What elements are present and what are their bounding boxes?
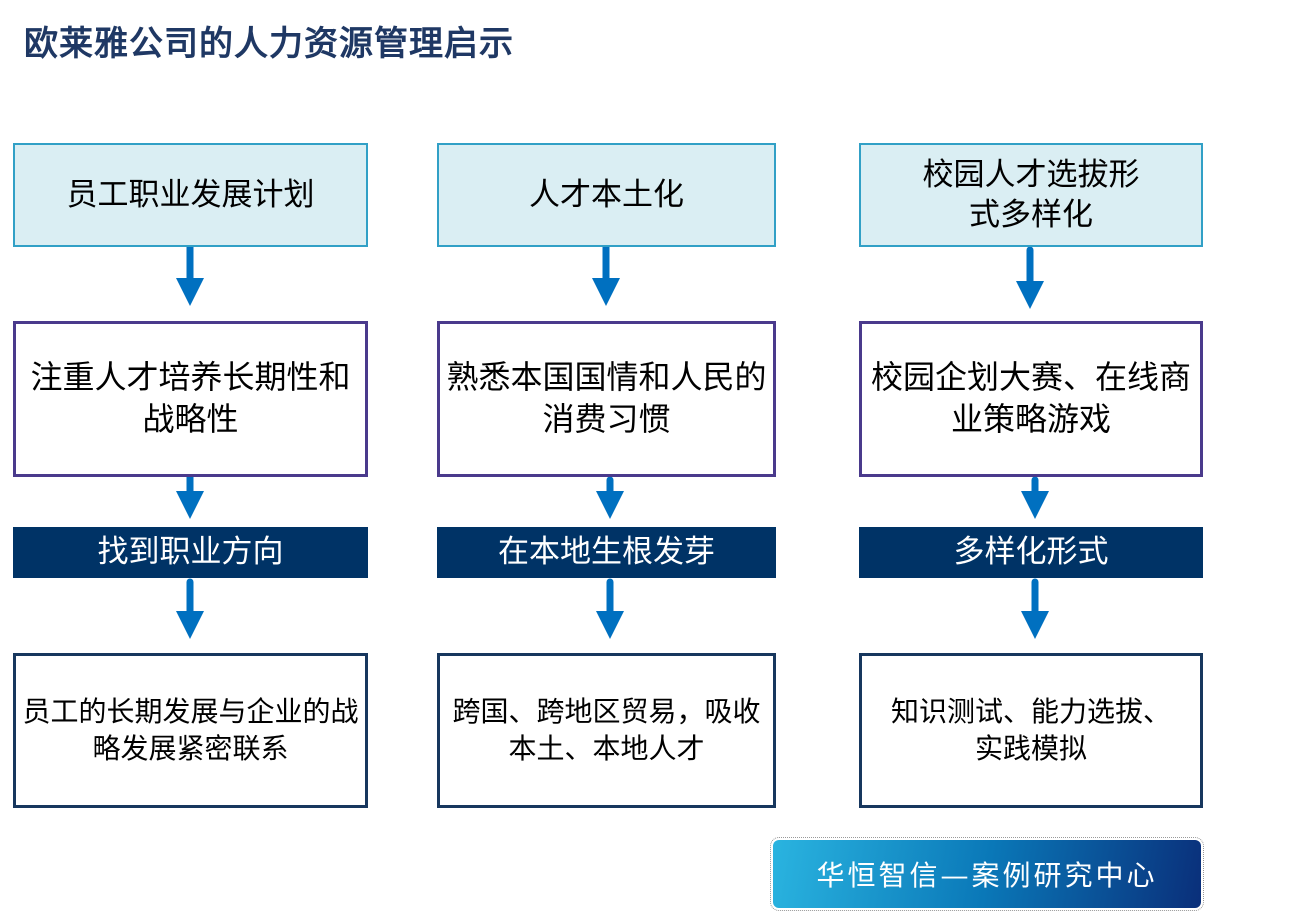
column-1-head: 员工职业发展计划 [13,143,368,247]
column-3-detail: 校园企划大赛、在线商业策略游戏 [859,321,1203,477]
column-1-detail: 注重人才培养长期性和战略性 [13,321,368,477]
column-2-result: 跨国、跨地区贸易，吸收本土、本地人才 [437,653,776,808]
column-2-head: 人才本土化 [437,143,776,247]
footer-banner: 华恒智信—案例研究中心 [770,837,1204,911]
column-2-detail: 熟悉本国国情和人民的消费习惯 [437,321,776,477]
column-3-result: 知识测试、能力选拔、实践模拟 [859,653,1203,808]
column-3-band: 多样化形式 [859,527,1203,578]
page-title: 欧莱雅公司的人力资源管理启示 [24,24,514,64]
column-2-band: 在本地生根发芽 [437,527,776,578]
column-1-band: 找到职业方向 [13,527,368,578]
column-3-head: 校园人才选拔形式多样化 [859,143,1203,247]
column-1-result: 员工的长期发展与企业的战略发展紧密联系 [13,653,368,808]
